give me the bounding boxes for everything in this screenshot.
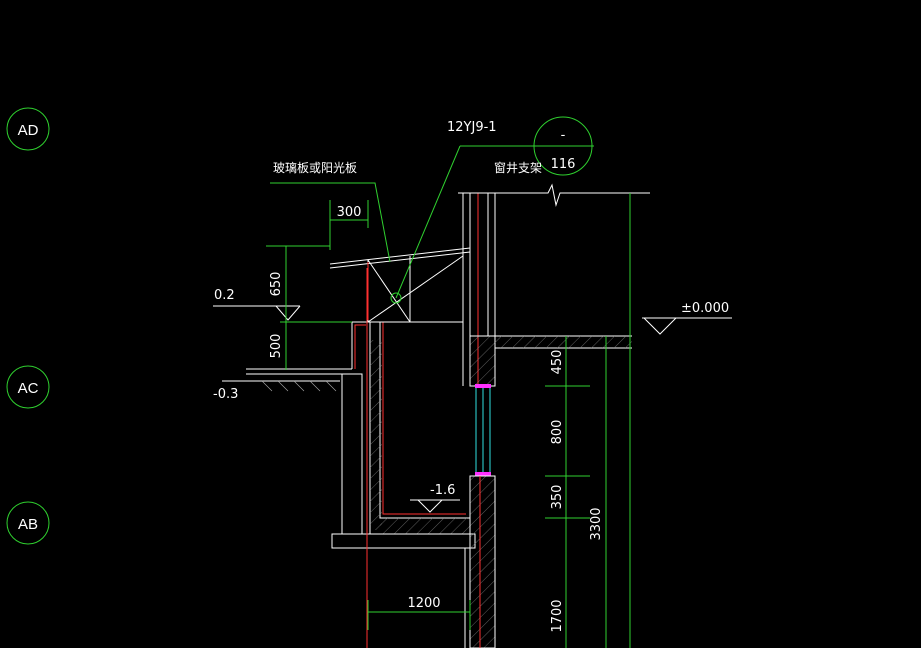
detail-reference: 12YJ9-1 - 116	[395, 116, 594, 299]
dim-500-label: 500	[269, 334, 284, 359]
dim-300-label: 300	[337, 205, 362, 220]
window-well-frame-label: 窗井支架	[494, 161, 542, 175]
elevation-02: 0.2	[213, 288, 301, 321]
dim-1200-label: 1200	[407, 596, 440, 611]
building-wall	[462, 193, 632, 648]
window-well-wall	[331, 321, 476, 549]
dim-800-label: 800	[550, 420, 565, 445]
standard-ref-label: 12YJ9-1	[447, 120, 497, 135]
dim-1700-label: 1700	[550, 599, 565, 632]
axis-label-ac: AC	[18, 380, 39, 397]
dim-1200: 1200	[367, 596, 471, 630]
dim-vertical-right: 450 800 350 3300 1700	[545, 193, 631, 648]
axis-bubble-ac: AC	[6, 365, 50, 409]
axis-bubble-ad: AD	[6, 107, 50, 151]
elevation-neg03: -0.3	[213, 387, 238, 402]
elev-02-label: 0.2	[214, 288, 235, 303]
detail-top-label: -	[561, 128, 566, 143]
elev-neg16-label: -1.6	[430, 483, 455, 498]
dim-3300-label: 3300	[589, 507, 604, 540]
axis-label-ab: AB	[18, 516, 38, 533]
dim-450-label: 450	[550, 350, 565, 375]
dim-650-label: 650	[269, 272, 284, 297]
dim-350-label: 350	[550, 485, 565, 510]
axis-bubble-ab: AB	[6, 501, 50, 545]
elevation-zero: ±0.000	[642, 301, 732, 335]
glass-board-label: 玻璃板或阳光板	[273, 161, 357, 175]
canopy	[329, 247, 471, 323]
dim-300: 300	[329, 200, 369, 250]
elevation-neg16: -1.6	[410, 483, 460, 513]
elev-zero-label: ±0.000	[681, 301, 729, 316]
axis-label-ad: AD	[18, 122, 39, 139]
window-well-frame-note: 窗井支架	[458, 161, 650, 207]
detail-bottom-label: 116	[551, 157, 576, 172]
elev-neg03-label: -0.3	[213, 387, 238, 402]
grade-left	[222, 368, 352, 392]
dim-vertical-left: 650 500	[266, 245, 352, 370]
leader-glass-board: 玻璃板或阳光板	[270, 161, 391, 263]
